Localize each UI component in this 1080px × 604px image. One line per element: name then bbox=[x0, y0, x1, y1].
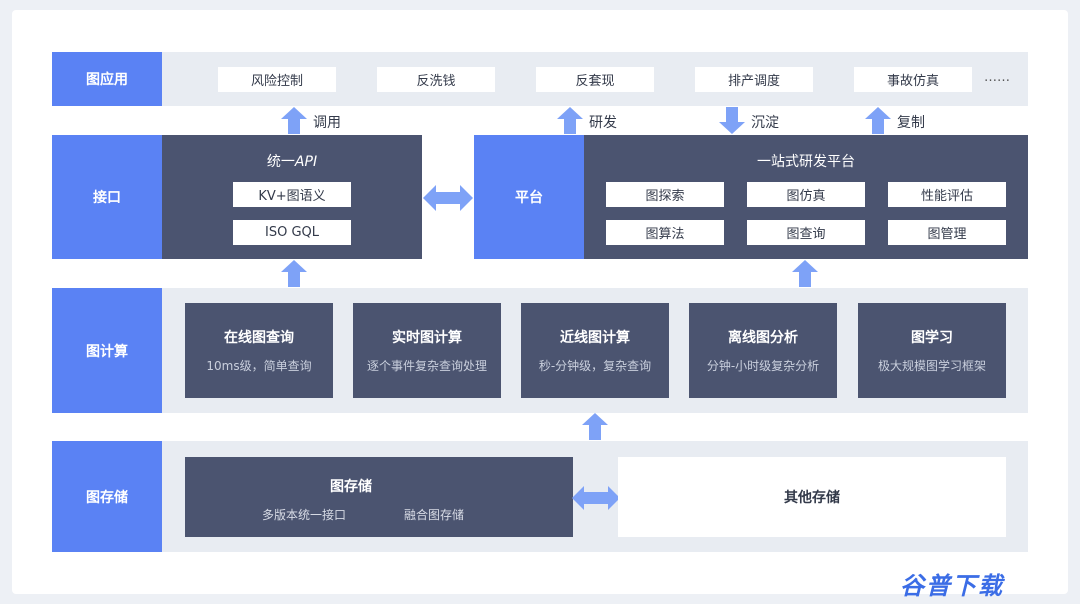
compute-card-desc: 10ms级，简单查询 bbox=[206, 359, 312, 373]
platform-tool-performance-eval: 性能评估 bbox=[888, 182, 1006, 207]
arrow-up-icon bbox=[865, 107, 891, 134]
compute-card-title: 在线图查询 bbox=[224, 330, 294, 346]
arrow-up-icon bbox=[557, 107, 583, 134]
app-chip-anti-money-laundering: 反洗钱 bbox=[377, 67, 495, 92]
arrow-up-icon bbox=[582, 413, 608, 440]
unified-api-title: 统一API bbox=[162, 151, 422, 171]
compute-card-title: 图学习 bbox=[911, 330, 953, 346]
platform-tool-graph-explore: 图探索 bbox=[606, 182, 724, 207]
graph-storage-item-unified-interface: 多版本统一接口 bbox=[261, 508, 346, 522]
layer-label-storage: 图存储 bbox=[52, 441, 162, 552]
compute-card-offline-analysis: 离线图分析 分钟-小时级复杂分析 bbox=[689, 303, 837, 398]
arrow-down-icon bbox=[719, 107, 745, 134]
arrow-label-settle: 沉淀 bbox=[751, 115, 779, 131]
graph-storage-title: 图存储 bbox=[330, 479, 372, 495]
other-storage-block: 其他存储 bbox=[618, 457, 1006, 537]
arrow-up-icon bbox=[281, 107, 307, 134]
compute-card-desc: 分钟-小时级复杂分析 bbox=[706, 359, 820, 373]
platform-tool-graph-query: 图查询 bbox=[747, 220, 865, 245]
arrow-label-call: 调用 bbox=[313, 115, 341, 131]
unified-api-title-prefix: 统一 bbox=[266, 154, 295, 170]
compute-card-desc: 逐个事件复杂查询处理 bbox=[366, 359, 487, 373]
unified-api-title-api: API bbox=[294, 154, 318, 170]
arrow-label-develop: 研发 bbox=[589, 115, 617, 131]
app-chip-anti-cashout: 反套现 bbox=[536, 67, 654, 92]
graph-storage-item-fused-storage: 融合图存储 bbox=[403, 508, 464, 522]
interface-chip-kv-graph-semantics: KV+图语义 bbox=[233, 182, 351, 207]
platform-tool-graph-manage: 图管理 bbox=[888, 220, 1006, 245]
compute-card-title: 实时图计算 bbox=[392, 330, 462, 346]
layer-label-interface: 接口 bbox=[52, 135, 162, 259]
layer-label-compute: 图计算 bbox=[52, 288, 162, 413]
platform-tool-graph-algorithm: 图算法 bbox=[606, 220, 724, 245]
layer-label-platform: 平台 bbox=[474, 135, 584, 259]
compute-card-graph-learning: 图学习 极大规模图学习框架 bbox=[858, 303, 1006, 398]
compute-card-online-query: 在线图查询 10ms级，简单查询 bbox=[185, 303, 333, 398]
layer-label-app: 图应用 bbox=[52, 52, 162, 106]
compute-card-title: 近线图计算 bbox=[560, 330, 630, 346]
compute-card-nearline: 近线图计算 秒-分钟级，复杂查询 bbox=[521, 303, 669, 398]
compute-card-desc: 极大规模图学习框架 bbox=[877, 359, 986, 373]
graph-storage-block bbox=[185, 457, 573, 537]
compute-card-title: 离线图分析 bbox=[728, 330, 798, 346]
interface-chip-iso-gql: ISO GQL bbox=[233, 220, 351, 245]
arrow-up-icon bbox=[281, 260, 307, 287]
app-chip-scheduling: 排产调度 bbox=[695, 67, 813, 92]
double-arrow-icon bbox=[423, 185, 473, 211]
app-chip-accident-simulation: 事故仿真 bbox=[854, 67, 972, 92]
app-chip-risk-control: 风险控制 bbox=[218, 67, 336, 92]
platform-title: 一站式研发平台 bbox=[757, 154, 855, 170]
app-more-ellipsis: …… bbox=[984, 70, 1010, 85]
platform-tool-graph-simulation: 图仿真 bbox=[747, 182, 865, 207]
compute-card-desc: 秒-分钟级，复杂查询 bbox=[538, 359, 652, 373]
watermark-logo: 谷普下载 bbox=[900, 572, 1004, 600]
arrow-up-icon bbox=[792, 260, 818, 287]
compute-card-realtime: 实时图计算 逐个事件复杂查询处理 bbox=[353, 303, 501, 398]
arrow-label-reuse: 复制 bbox=[897, 115, 925, 131]
double-arrow-icon bbox=[572, 486, 620, 510]
